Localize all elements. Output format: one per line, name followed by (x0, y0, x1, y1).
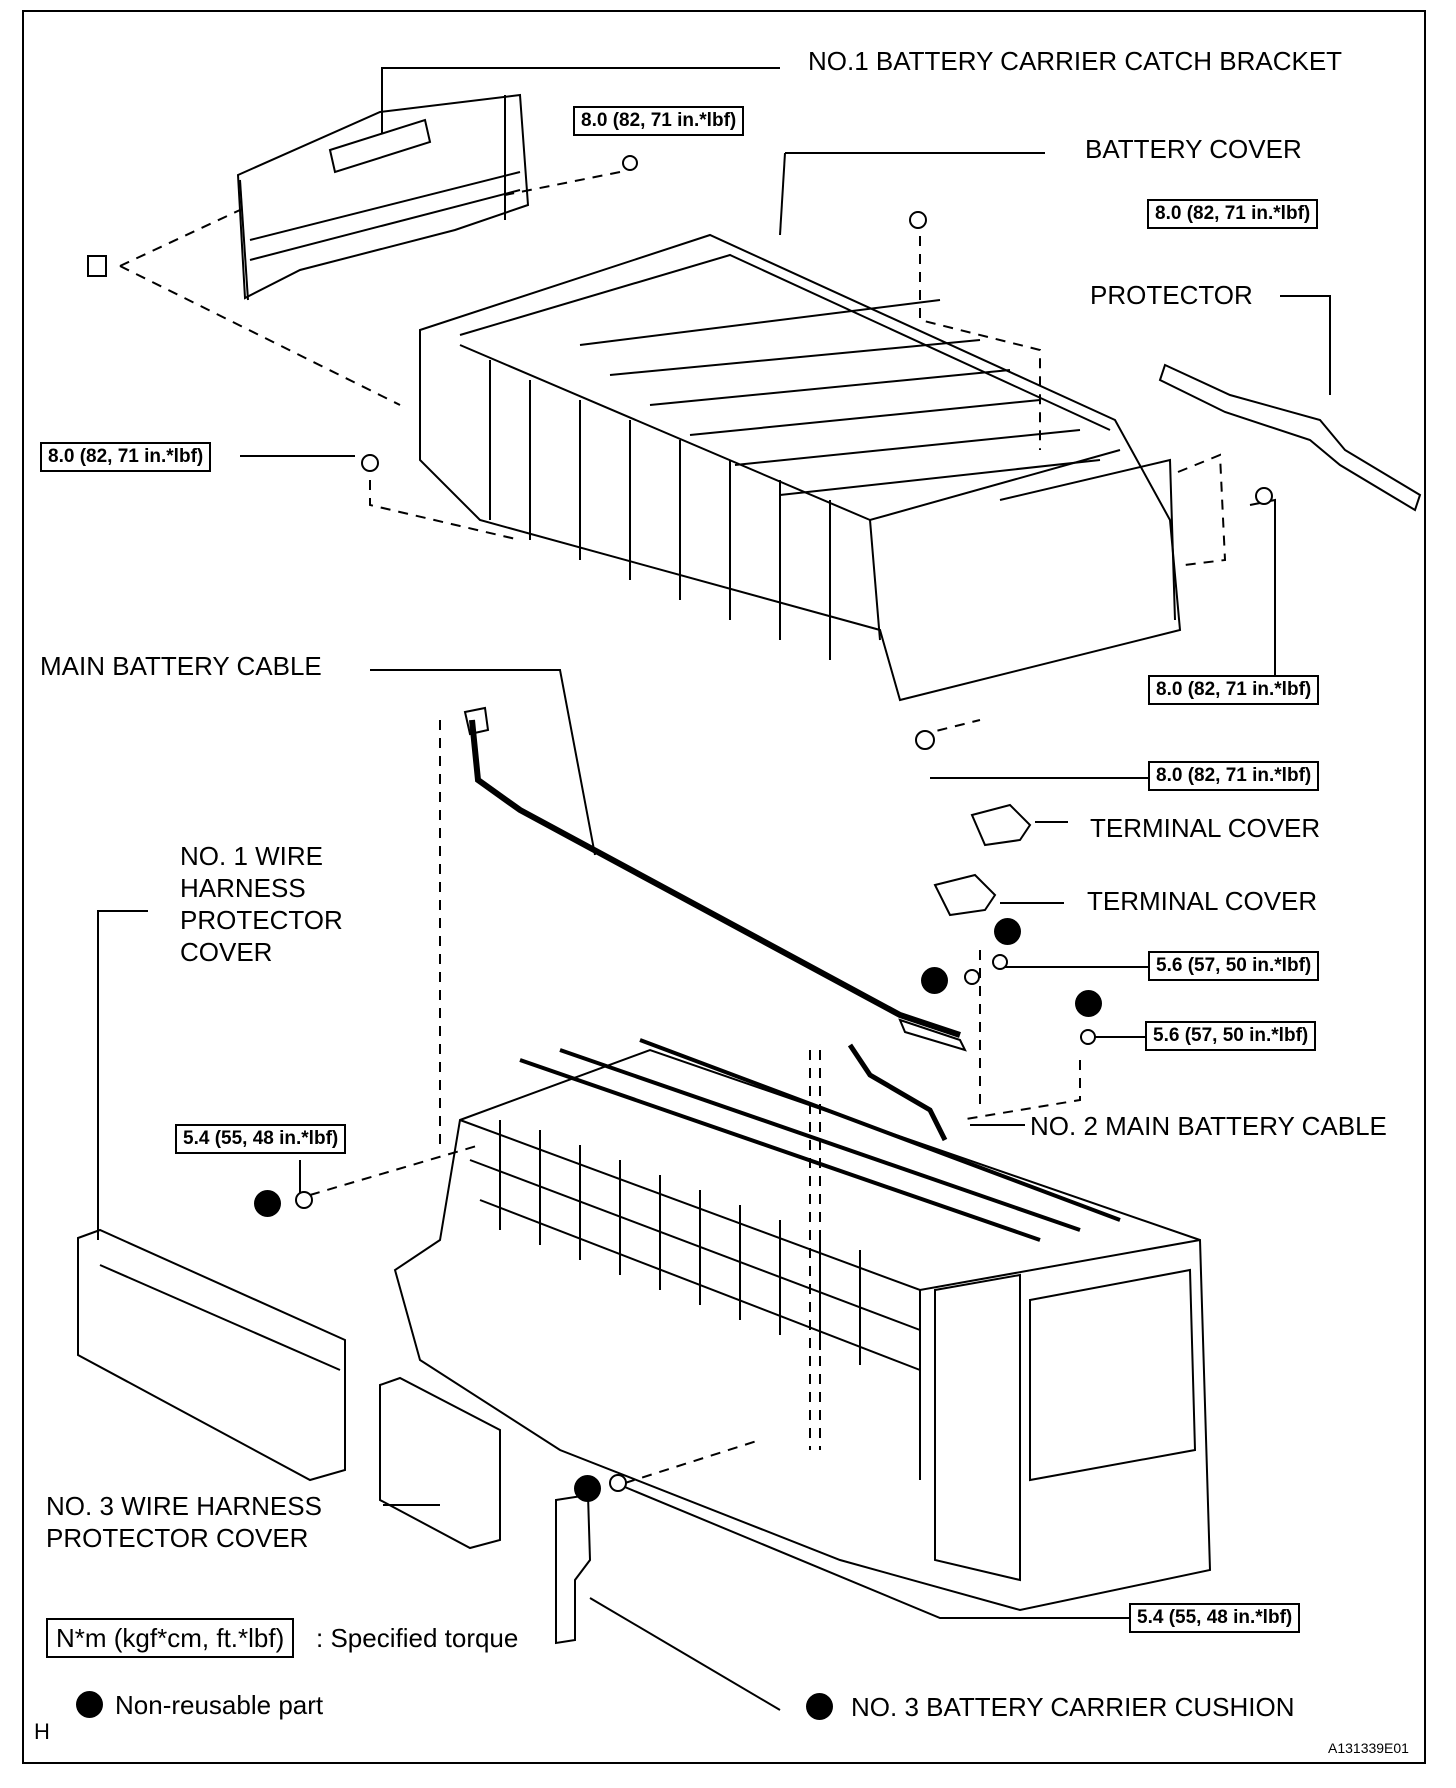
label-terminal-cover-1: TERMINAL COVER (1090, 813, 1321, 843)
nonreusable-dot-5 (574, 1475, 601, 1502)
torque-terminal-nut-2: 5.6 (57, 50 in.*lbf) (1145, 1021, 1317, 1051)
torque-cable-nut-bottom: 5.4 (55, 48 in.*lbf) (1129, 1603, 1301, 1633)
nonreusable-dot-3 (1075, 990, 1102, 1017)
torque-cable-nut-left: 5.4 (55, 48 in.*lbf) (175, 1124, 347, 1154)
catch-bracket-drawing (87, 93, 530, 301)
nut-terminal-2 (964, 969, 980, 985)
terminal-cover-2-drawing (933, 873, 997, 917)
terminal-cover-1-drawing (970, 803, 1032, 847)
torque-cover-front: 8.0 (82, 71 in.*lbf) (1148, 761, 1320, 791)
bolt-cover-front (915, 730, 935, 750)
figure-id: A131339E01 (1328, 1740, 1409, 1756)
diagram-frame (22, 10, 1426, 1764)
label-main-battery-cable: MAIN BATTERY CABLE (40, 651, 322, 681)
battery-cover-drawing (419, 233, 1182, 702)
protector-drawing (1158, 363, 1422, 512)
cushion-drawing (555, 1493, 592, 1645)
nonreusable-dot-4 (254, 1190, 281, 1217)
label-no3-harness-cover: NO. 3 WIRE HARNESS PROTECTOR COVER (46, 1491, 322, 1553)
no2-cable-drawing (847, 1043, 948, 1142)
torque-bracket-bolt: 8.0 (82, 71 in.*lbf) (573, 106, 745, 136)
bolt-cover-left (361, 454, 379, 472)
label-catch-bracket: NO.1 BATTERY CARRIER CATCH BRACKET (808, 46, 1343, 76)
torque-terminal-nut-1: 5.6 (57, 50 in.*lbf) (1148, 951, 1320, 981)
bolt-cover-right (1255, 487, 1273, 505)
label-no2-main-battery-cable: NO. 2 MAIN BATTERY CABLE (1030, 1111, 1387, 1141)
label-terminal-cover-2: TERMINAL COVER (1087, 886, 1318, 916)
label-no1-harness-cover: NO. 1 WIRE HARNESS PROTECTOR COVER (180, 841, 343, 967)
nut-cable-left (295, 1191, 313, 1209)
torque-cover-left: 8.0 (82, 71 in.*lbf) (40, 442, 212, 472)
bolt-cover-top (909, 211, 927, 229)
label-battery-cover: BATTERY COVER (1085, 134, 1302, 164)
nut-cable-bottom (609, 1474, 627, 1492)
battery-assembly-drawing (393, 1038, 1212, 1612)
nonreusable-dot-2 (921, 967, 948, 994)
nonreusable-dot-cushion (806, 1693, 833, 1720)
nut-terminal-3 (1080, 1029, 1096, 1045)
no1-harness-cover-drawing (77, 1228, 346, 1482)
nut-terminal-1 (992, 954, 1008, 970)
legend-nonreusable-text: Non-reusable part (115, 1690, 324, 1720)
nonreusable-dot-1 (994, 918, 1021, 945)
main-battery-cable-drawing (463, 706, 967, 1052)
bolt-bracket (622, 155, 638, 171)
label-protector: PROTECTOR (1090, 280, 1253, 310)
legend-nonreusable-dot (76, 1691, 103, 1718)
label-no3-cushion: NO. 3 BATTERY CARRIER CUSHION (851, 1692, 1295, 1722)
torque-cover-top-right: 8.0 (82, 71 in.*lbf) (1147, 199, 1319, 229)
legend-torque-unit: N*m (kgf*cm, ft.*lbf) (46, 1618, 295, 1658)
torque-cover-right-lower: 8.0 (82, 71 in.*lbf) (1148, 675, 1320, 705)
legend-torque-text: : Specified torque (316, 1623, 519, 1653)
corner-letter: H (34, 1719, 50, 1744)
no3-harness-cover-drawing (379, 1376, 501, 1550)
